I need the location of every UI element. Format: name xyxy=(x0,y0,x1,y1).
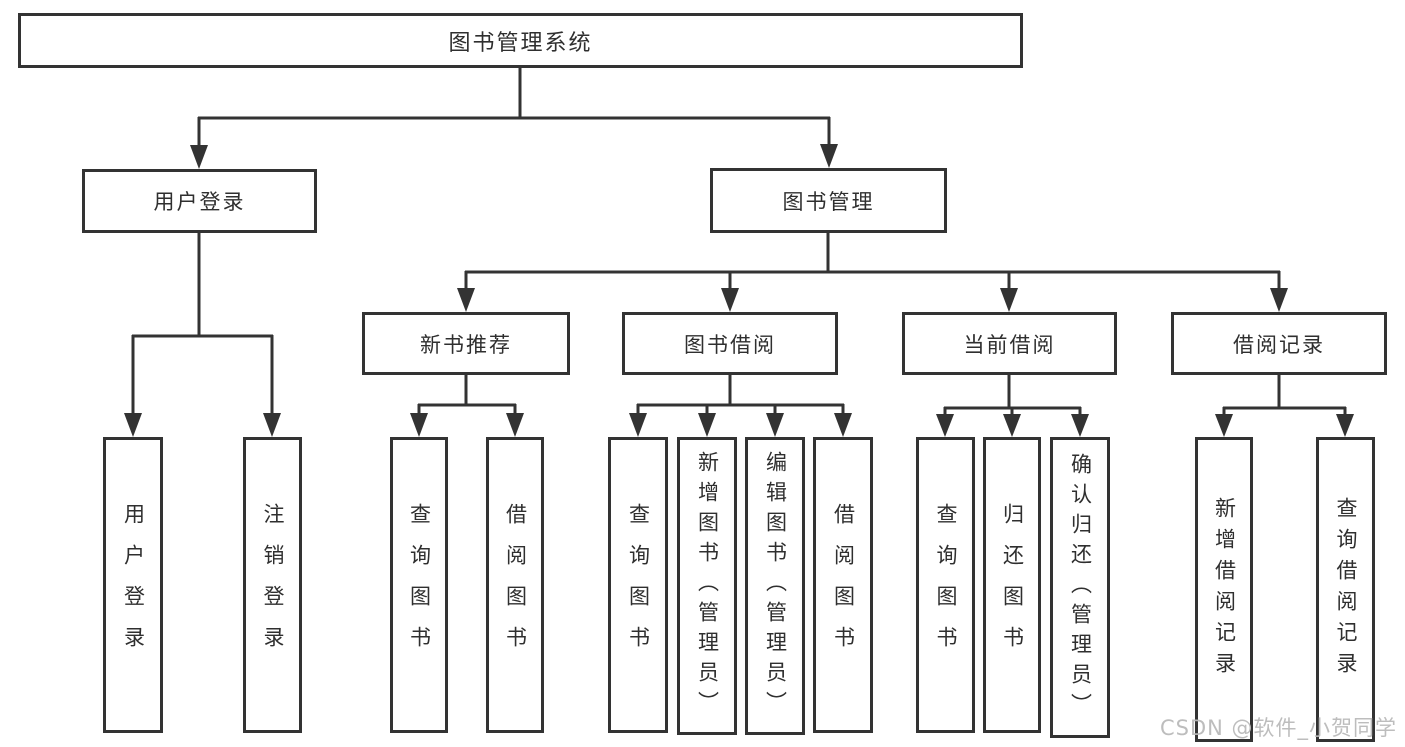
node-leaf-borrow-borrow-books: 借阅图书 xyxy=(813,437,873,733)
node-new-book-recommend: 新书推荐 xyxy=(362,312,570,375)
node-current-borrowing: 当前借阅 xyxy=(902,312,1117,375)
node-leaf-current-query-books: 查询图书 xyxy=(916,437,975,733)
node-leaf-confirm-return-admin: 确认归还（管理员） xyxy=(1050,437,1110,738)
node-book-borrowing: 图书借阅 xyxy=(622,312,838,375)
node-user-login-group: 用户登录 xyxy=(82,169,317,233)
node-leaf-borrow-query-books: 查询图书 xyxy=(608,437,668,733)
csdn-watermark: CSDN @软件_小贺同学 xyxy=(1160,716,1398,740)
node-leaf-query-borrow-record: 查询借阅记录 xyxy=(1316,437,1375,742)
node-leaf-edit-books-admin: 编辑图书（管理员） xyxy=(745,437,805,735)
node-leaf-add-books-admin: 新增图书（管理员） xyxy=(677,437,737,735)
node-leaf-logout: 注销登录 xyxy=(243,437,302,733)
node-leaf-return-books: 归还图书 xyxy=(983,437,1041,733)
node-borrowing-records: 借阅记录 xyxy=(1171,312,1387,375)
node-leaf-rec-query-books: 查询图书 xyxy=(390,437,448,733)
node-root: 图书管理系统 xyxy=(18,13,1023,68)
node-leaf-rec-borrow-books: 借阅图书 xyxy=(486,437,544,733)
node-book-management: 图书管理 xyxy=(710,168,947,233)
node-leaf-user-login: 用户登录 xyxy=(103,437,163,733)
node-leaf-add-borrow-record: 新增借阅记录 xyxy=(1195,437,1253,742)
